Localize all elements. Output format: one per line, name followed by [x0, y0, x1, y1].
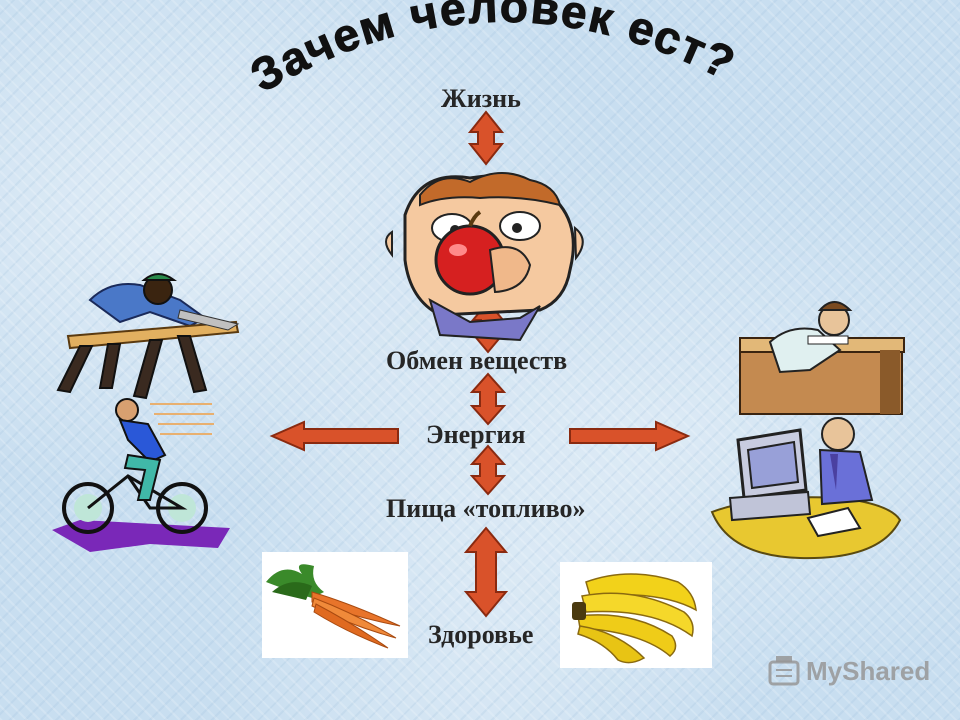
arrow-energy-left [269, 420, 399, 452]
arrow-energy-food [469, 444, 507, 496]
arrow-metabolism-energy [469, 372, 507, 426]
boy-eating-apple-icon [385, 171, 584, 342]
carrots-icon [266, 564, 401, 649]
arrow-life-boy [467, 110, 505, 166]
arrow-energy-right [569, 420, 691, 452]
carrots-photo [262, 552, 408, 658]
myshared-logo-icon [768, 656, 800, 686]
student-writing-icon [739, 301, 905, 415]
carpenter-sawing-icon [56, 273, 240, 400]
arrow-food-health [463, 526, 509, 618]
label-food: Пища «топливо» [386, 494, 586, 523]
label-life: Жизнь [441, 84, 521, 113]
label-metabolism: Обмен веществ [386, 346, 568, 375]
watermark-text: MyShared [806, 656, 931, 686]
computer-worker-icon [710, 417, 902, 560]
cyclist-icon [52, 398, 230, 552]
label-health: Здоровье [428, 620, 534, 649]
label-energy: Энергия [426, 420, 526, 449]
bananas-icon [572, 573, 697, 664]
bananas-photo [560, 562, 712, 668]
